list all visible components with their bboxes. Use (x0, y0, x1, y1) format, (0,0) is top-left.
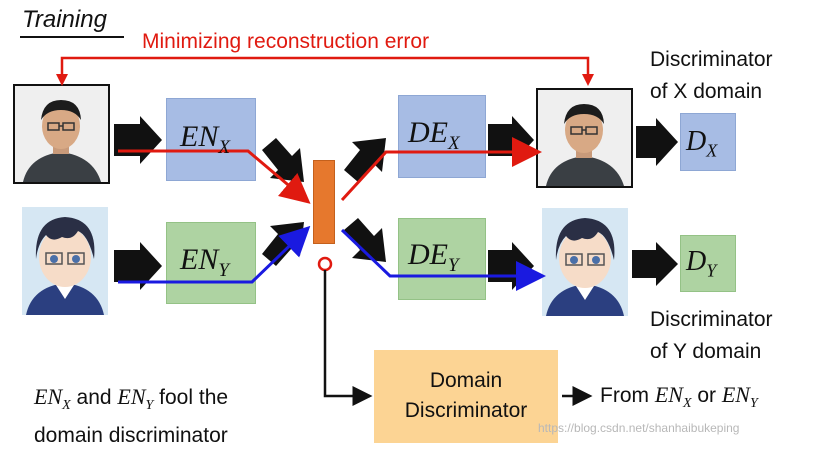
disc-x-caption: Discriminator of X domain (650, 44, 773, 108)
anime-character-icon (22, 207, 108, 315)
domain-disc-line1: Domain (429, 369, 503, 392)
discriminator-x-label: DX (686, 126, 717, 162)
anime-image-y-input (22, 207, 108, 315)
anime-character-icon (542, 208, 628, 316)
disc-y-sub: Y (706, 260, 717, 281)
black-arrow-bar-dey (344, 218, 386, 262)
fool-and: and (70, 386, 118, 409)
face-photo-x-output (536, 88, 633, 188)
decoder-y-label: DEY (408, 238, 459, 277)
disc-y-caption-line1: Discriminator (650, 308, 773, 331)
fool-caption-line2: domain discriminator (34, 424, 228, 448)
domain-discriminator-box (374, 350, 558, 443)
from-or: or (691, 384, 722, 407)
from-en-x-sub: X (682, 396, 692, 412)
decoder-y-box (398, 218, 486, 300)
discriminator-y-label: DY (686, 246, 716, 282)
watermark: https://blog.csdn.net/shanhaibukeping (538, 421, 739, 435)
anime-image-y-output (542, 208, 628, 316)
black-arrow-bar-dex (344, 138, 386, 182)
fool-rest: fool the (153, 386, 229, 409)
red-path-out (340, 137, 542, 202)
encoder-x-sub: X (218, 137, 230, 158)
latent-tap-dot (317, 256, 333, 272)
title-underline (20, 36, 124, 38)
tap-to-domain-line (323, 270, 373, 406)
decoder-x-box (398, 95, 486, 178)
blue-path-out (340, 228, 546, 291)
disc-x-caption-line1: Discriminator (650, 48, 773, 71)
watermark-text: https://blog.csdn.net/shanhaibukeping (538, 421, 740, 435)
person-photo-icon (538, 90, 631, 186)
encoder-y-sub: Y (218, 260, 229, 281)
red-path-in (118, 149, 311, 204)
recon-label-text: Minimizing reconstruction error (142, 30, 430, 53)
black-arrow-dx (636, 118, 678, 166)
decoder-x-sub: X (448, 133, 460, 154)
domain-discriminator-label: Domain Discriminator (374, 366, 558, 426)
black-arrow-in-y (114, 242, 162, 290)
black-arrow-eny-bar (262, 222, 304, 266)
encoder-y-label: ENY (180, 243, 229, 282)
fool-en-y-sub: Y (145, 398, 154, 414)
domain-disc-line2: Discriminator (404, 399, 528, 422)
black-arrow-dy (632, 242, 678, 286)
recon-label: Minimizing reconstruction error (142, 30, 429, 54)
from-en-y: EN (721, 382, 750, 407)
latent-code-bar (313, 160, 335, 244)
encoder-y-box (166, 222, 256, 304)
recon-bracket-arrow (60, 56, 590, 82)
black-arrow-in-x (114, 116, 162, 164)
disc-y-caption: Discriminator of Y domain (650, 304, 773, 368)
encoder-x-label: ENX (180, 120, 230, 159)
discriminator-x-box (680, 113, 736, 171)
from-label: From ENX or ENY (600, 382, 758, 412)
from-en-y-sub: Y (749, 396, 758, 412)
from-prefix: From (600, 384, 655, 407)
decoder-x-base: DE (408, 116, 448, 149)
disc-x-caption-line2: of X domain (650, 80, 763, 103)
face-photo-x-input (13, 84, 110, 184)
black-arrow-out-y (488, 242, 534, 290)
discriminator-y-box (680, 235, 736, 292)
encoder-x-base: EN (180, 120, 219, 153)
decoder-y-sub: Y (448, 255, 459, 276)
black-arrow-out-x (488, 116, 534, 164)
fool-caption: ENX and ENY fool the domain discriminato… (34, 382, 228, 451)
disc-x-sub: X (706, 140, 718, 161)
decoder-y-base: DE (408, 238, 448, 271)
decoder-x-label: DEX (408, 116, 460, 155)
fool-caption-line1: ENX and ENY fool the (34, 382, 228, 421)
encoder-x-box (166, 98, 256, 181)
blue-path-in (118, 225, 311, 284)
fool-en-y: EN (117, 384, 146, 409)
disc-y-base: D (686, 246, 707, 277)
disc-y-caption-line2: of Y domain (650, 340, 762, 363)
fool-en-x: EN (34, 384, 63, 409)
from-en-x: EN (654, 382, 683, 407)
training-title-text: Training (22, 6, 107, 33)
disc-x-base: D (686, 126, 707, 157)
fool-en-x-sub: X (62, 398, 71, 414)
encoder-y-base: EN (180, 243, 219, 276)
person-photo-icon (15, 86, 108, 182)
training-title: Training (22, 6, 107, 34)
black-arrow-enx-bar (262, 138, 304, 182)
